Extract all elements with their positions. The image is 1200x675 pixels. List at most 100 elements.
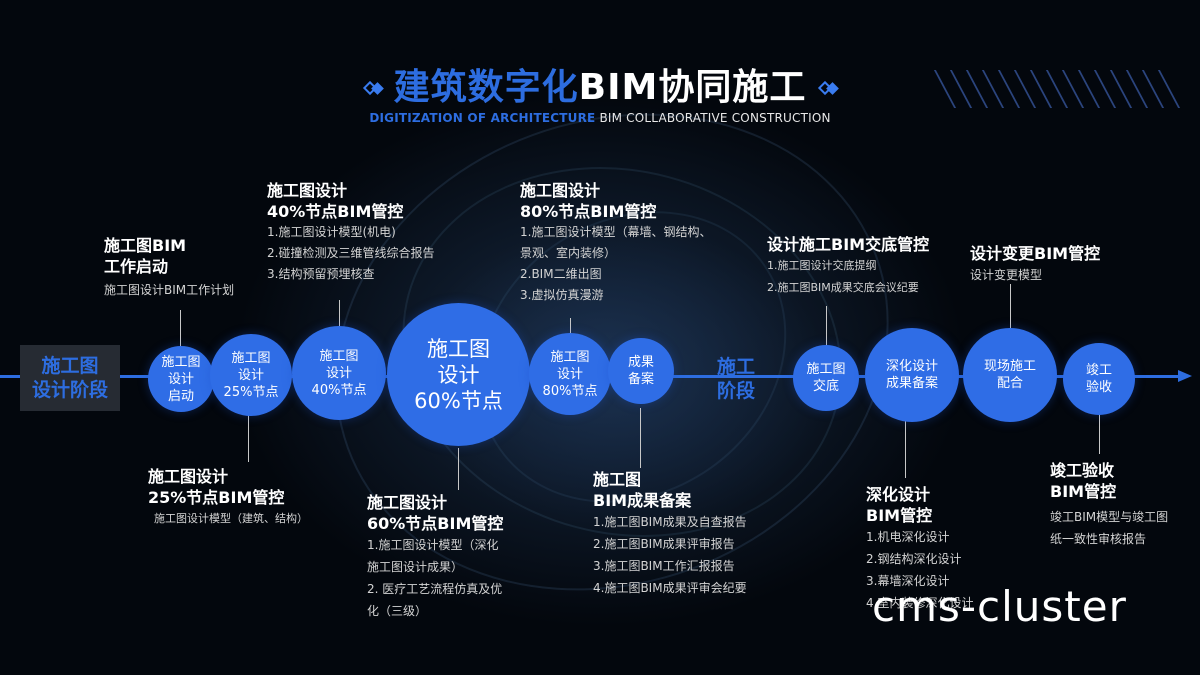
annotation-heading: 施工图设计 xyxy=(267,181,348,200)
annotation-handover: 设计施工BIM交底管控 1.施工图设计交底提纲 2.施工图BIM成果交底会议纪要 xyxy=(767,234,967,299)
node-completion-acceptance: 竣工 验收 xyxy=(1063,343,1135,415)
annotation-item: 1.施工图设计交底提纲 xyxy=(767,259,877,272)
annotation-deepening: 深化设计 BIM管控 1.机电深化设计 2.钢结构深化设计 3.幕墙深化设计 4… xyxy=(866,484,1026,614)
node-label: 施工图 xyxy=(231,350,271,366)
annotation-item: 2.施工图BIM成果评审报告 xyxy=(593,537,735,551)
title-part2: BIM协同施工 xyxy=(578,67,807,108)
node-label: 40%节点 xyxy=(311,382,367,398)
node-design-start: 施工图 设计 启动 xyxy=(148,346,214,412)
node-deepening-filing: 深化设计 成果备案 xyxy=(865,328,959,422)
annotation-heading: 设计施工BIM交底管控 xyxy=(767,235,930,254)
annotation-result-filing: 施工图 BIM成果备案 1.施工图BIM成果及自查报告 2.施工图BIM成果评审… xyxy=(593,469,793,599)
connector-line xyxy=(248,412,249,462)
node-label: 交底 xyxy=(812,379,839,394)
annotation-item: 设计变更模型 xyxy=(970,268,1043,282)
annotation-item: 施工图设计成果） xyxy=(367,560,464,574)
annotation-design-60: 施工图设计 60%节点BIM管控 1.施工图设计模型（深化 施工图设计成果） 2… xyxy=(367,492,537,622)
annotation-heading: 施工图BIM xyxy=(104,236,187,255)
node-label: 配合 xyxy=(996,376,1023,391)
page-subtitle: DIGITIZATION OF ARCHITECTURE BIM COLLABO… xyxy=(0,111,1200,125)
node-design-60: 施工图 设计 60%节点 xyxy=(387,303,530,446)
annotation-item: 3.结构预留预埋核查 xyxy=(267,267,375,281)
annotation-heading: 40%节点BIM管控 xyxy=(267,202,404,221)
annotation-heading: BIM管控 xyxy=(866,506,933,525)
node-label: 设计 xyxy=(237,367,264,383)
phase-label-line: 阶段 xyxy=(716,380,755,402)
annotation-item: 3.幕墙深化设计 xyxy=(866,574,950,588)
annotation-heading: 60%节点BIM管控 xyxy=(367,514,504,533)
annotation-item: 竣工BIM模型与竣工图 xyxy=(1050,510,1169,524)
node-label: 验收 xyxy=(1085,380,1112,395)
annotation-item: 纸一致性审核报告 xyxy=(1050,532,1147,546)
title-part1: 建筑数字化 xyxy=(393,67,579,108)
phase-label-line: 施工 xyxy=(716,356,755,378)
node-label: 施工图 xyxy=(427,336,490,361)
connector-line xyxy=(570,318,571,334)
connector-line xyxy=(1099,410,1100,454)
annotation-design-40: 施工图设计 40%节点BIM管控 1.施工图设计模型(机电) 2.碰撞检测及三维… xyxy=(267,180,467,285)
connector-line xyxy=(1010,284,1011,328)
phase-label-construction: 施工 阶段 xyxy=(706,355,766,403)
phase-label-design: 施工图 设计阶段 xyxy=(20,345,120,411)
node-site-cooperation: 现场施工 配合 xyxy=(963,328,1057,422)
annotation-heading: 深化设计 xyxy=(866,485,931,504)
annotation-item: 1.施工图设计模型（深化 xyxy=(367,538,499,552)
connector-line xyxy=(339,300,340,328)
annotation-design-change: 设计变更BIM管控 设计变更模型 xyxy=(970,243,1170,286)
annotation-heading: 25%节点BIM管控 xyxy=(148,488,285,507)
connector-line xyxy=(180,310,181,348)
annotation-heading: 施工图设计 xyxy=(367,493,448,512)
node-label: 启动 xyxy=(167,388,194,404)
connector-line xyxy=(458,448,459,490)
annotation-heading: 施工图 xyxy=(593,470,642,489)
annotation-heading: 工作启动 xyxy=(104,257,169,276)
node-label: 现场施工 xyxy=(983,359,1036,374)
node-label: 成果 xyxy=(627,355,654,370)
node-design-25: 施工图 设计 25%节点 xyxy=(210,334,292,416)
annotation-design-80: 施工图设计 80%节点BIM管控 1.施工图设计模型（幕墙、钢结构、 景观、室内… xyxy=(520,180,750,306)
annotation-item: 2.BIM二维出图 xyxy=(520,267,602,281)
connector-line xyxy=(905,418,906,478)
page-title: 建筑数字化BIM协同施工 xyxy=(0,58,1200,110)
node-design-40: 施工图 设计 40%节点 xyxy=(292,326,386,420)
annotation-item: 1.施工图设计模型(机电) xyxy=(267,225,396,239)
annotation-heading: 80%节点BIM管控 xyxy=(520,202,657,221)
node-label: 竣工 xyxy=(1085,363,1112,378)
annotation-heading: BIM管控 xyxy=(1050,482,1117,501)
subtitle-part1: DIGITIZATION OF ARCHITECTURE xyxy=(369,111,596,125)
node-label: 设计 xyxy=(556,366,583,382)
annotation-item: 2. 医疗工艺流程仿真及优 xyxy=(367,582,503,596)
subtitle-part2: BIM COLLABORATIVE CONSTRUCTION xyxy=(599,111,831,125)
annotation-item: 4.室内装修深化设计 xyxy=(866,596,974,610)
watermark: cms-cluster xyxy=(872,582,1127,631)
annotation-item: 2.钢结构深化设计 xyxy=(866,552,962,566)
node-label: 25%节点 xyxy=(223,384,279,400)
annotation-item: 3.虚拟仿真漫游 xyxy=(520,288,604,302)
node-label: 60%节点 xyxy=(414,388,503,413)
annotation-item: 化（三级） xyxy=(367,604,428,618)
node-label: 施工图 xyxy=(161,354,201,370)
annotation-heading: 竣工验收 xyxy=(1050,461,1115,480)
annotation-heading: 施工图设计 xyxy=(148,467,229,486)
node-label: 施工图 xyxy=(550,349,590,365)
node-label: 备案 xyxy=(627,372,654,387)
node-label: 深化设计 xyxy=(885,359,938,374)
annotation-item: 施工图设计模型（建筑、结构） xyxy=(154,512,308,525)
node-design-80: 施工图 设计 80%节点 xyxy=(529,333,611,415)
phase-label-line: 设计阶段 xyxy=(31,379,108,401)
annotation-design-start: 施工图BIM 工作启动 施工图设计BIM工作计划 xyxy=(104,235,264,301)
annotation-item: 3.施工图BIM工作汇报报告 xyxy=(593,559,735,573)
annotation-item: 2.碰撞检测及三维管线综合报告 xyxy=(267,246,435,260)
connector-line xyxy=(826,306,827,346)
node-label: 成果备案 xyxy=(885,376,938,391)
annotation-item: 景观、室内装修） xyxy=(520,246,617,260)
annotation-item: 2.施工图BIM成果交底会议纪要 xyxy=(767,281,919,294)
phase-label-line: 施工图 xyxy=(41,355,99,377)
annotation-completion: 竣工验收 BIM管控 竣工BIM模型与竣工图 纸一致性审核报告 xyxy=(1050,460,1195,550)
node-label: 80%节点 xyxy=(542,383,598,399)
annotation-item: 1.机电深化设计 xyxy=(866,530,950,544)
node-handover: 施工图 交底 xyxy=(793,345,859,411)
node-label: 施工图 xyxy=(806,362,846,377)
annotation-heading: 施工图设计 xyxy=(520,181,601,200)
node-label: 设计 xyxy=(437,362,480,387)
